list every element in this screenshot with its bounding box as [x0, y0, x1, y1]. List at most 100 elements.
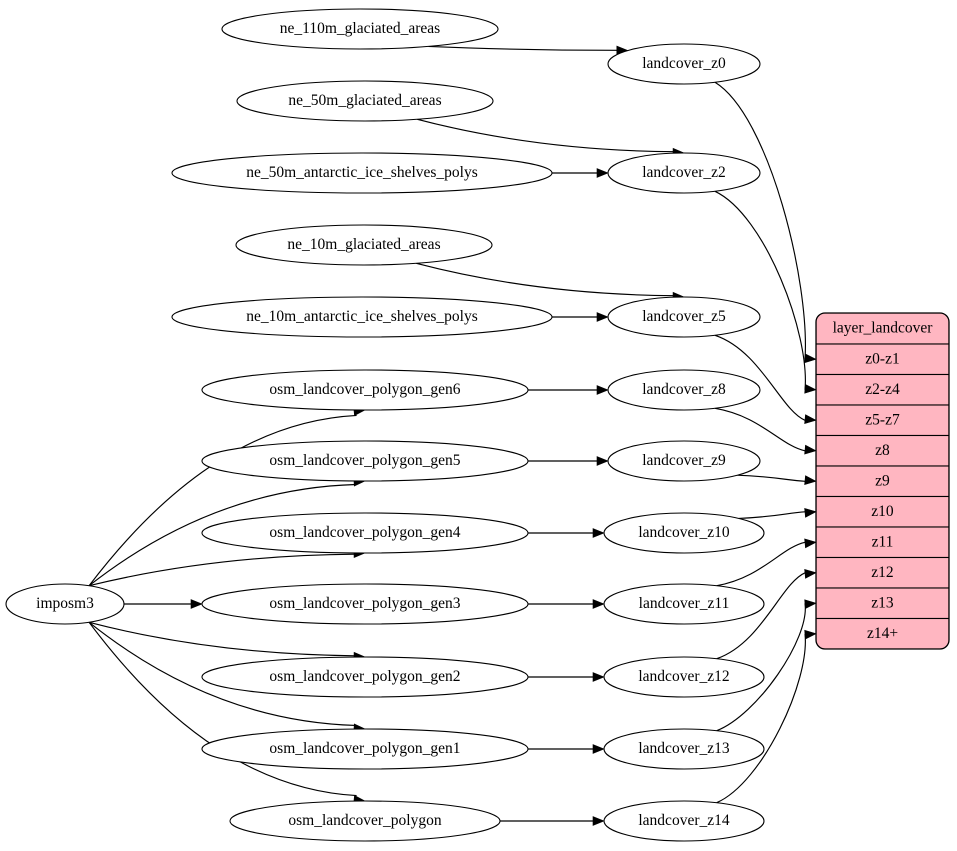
- node-ellipse[interactable]: [5, 583, 125, 625]
- edge-line: [88, 414, 357, 587]
- node-ellipse[interactable]: [607, 369, 761, 411]
- edge: [737, 474, 817, 485]
- node-ellipse[interactable]: [236, 80, 494, 122]
- row-background[interactable]: [816, 434, 949, 467]
- edge-line: [738, 511, 806, 519]
- node-osm_landcover_polygon_gen6[interactable]: osm_landcover_polygon_gen6: [201, 369, 529, 411]
- node-ellipse[interactable]: [603, 800, 765, 842]
- layer-table-row-z13[interactable]: z13: [816, 587, 949, 620]
- edge-line: [714, 81, 806, 360]
- node-ellipse[interactable]: [221, 8, 499, 50]
- edge-arrowhead: [804, 384, 817, 394]
- node-landcover_z8[interactable]: landcover_z8: [607, 369, 761, 411]
- node-landcover_z13[interactable]: landcover_z13: [603, 728, 765, 770]
- node-landcover_z12[interactable]: landcover_z12: [603, 656, 765, 698]
- layer-table-row-z14+[interactable]: z14+: [816, 617, 949, 650]
- node-landcover_z0[interactable]: landcover_z0: [607, 43, 761, 85]
- node-ne_10m_antarctic_ice_shelves_polys[interactable]: ne_10m_antarctic_ice_shelves_polys: [171, 296, 553, 338]
- node-osm_landcover_polygon_gen3[interactable]: osm_landcover_polygon_gen3: [201, 583, 529, 625]
- node-ellipse[interactable]: [607, 440, 761, 482]
- edge: [528, 672, 605, 682]
- row-background[interactable]: [816, 465, 949, 498]
- edge-line: [88, 483, 356, 587]
- node-imposm3[interactable]: imposm3: [5, 583, 125, 625]
- node-ellipse[interactable]: [201, 728, 529, 770]
- node-ellipse[interactable]: [201, 440, 529, 482]
- edge: [552, 312, 609, 322]
- layer-table-row-z2-z4[interactable]: z2-z4: [816, 373, 949, 406]
- edge-arrowhead: [592, 599, 605, 609]
- node-ne_50m_antarctic_ice_shelves_polys[interactable]: ne_50m_antarctic_ice_shelves_polys: [171, 152, 553, 194]
- node-ne_50m_glaciated_areas[interactable]: ne_50m_glaciated_areas: [236, 80, 494, 122]
- edge: [714, 81, 817, 364]
- row-background[interactable]: [816, 343, 949, 376]
- node-osm_landcover_polygon_gen1[interactable]: osm_landcover_polygon_gen1: [201, 728, 529, 770]
- edge-line: [716, 541, 806, 587]
- row-background[interactable]: [816, 495, 949, 528]
- nodes-layer: imposm3 ne_110m_glaciated_areas ne_50m_gla…: [5, 8, 765, 842]
- edge-arrowhead: [804, 629, 817, 640]
- edge: [428, 45, 629, 56]
- node-ne_10m_glaciated_areas[interactable]: ne_10m_glaciated_areas: [235, 224, 493, 266]
- edge: [124, 599, 203, 609]
- node-osm_landcover_polygon_gen2[interactable]: osm_landcover_polygon_gen2: [201, 656, 529, 698]
- node-landcover_z2[interactable]: landcover_z2: [607, 152, 761, 194]
- layer-table-row-z8[interactable]: z8: [816, 434, 949, 467]
- node-ne_110m_glaciated_areas[interactable]: ne_110m_glaciated_areas: [221, 8, 499, 50]
- layer-table-group: layer_landcoverz0-z1z2-z4z5-z7z8z9z10z11…: [815, 312, 950, 650]
- node-ellipse[interactable]: [171, 152, 553, 194]
- edge-arrowhead: [804, 599, 817, 609]
- node-landcover_z14[interactable]: landcover_z14: [603, 800, 765, 842]
- row-background[interactable]: [816, 617, 949, 650]
- node-osm_landcover_polygon_gen5[interactable]: osm_landcover_polygon_gen5: [201, 440, 529, 482]
- node-ellipse[interactable]: [201, 656, 529, 698]
- node-landcover_z9[interactable]: landcover_z9: [607, 440, 761, 482]
- edge: [714, 334, 817, 424]
- node-ellipse[interactable]: [603, 583, 765, 625]
- row-background[interactable]: [816, 404, 949, 437]
- edge-arrowhead: [804, 414, 817, 424]
- node-ellipse[interactable]: [229, 800, 501, 842]
- node-osm_landcover_polygon[interactable]: osm_landcover_polygon: [229, 800, 501, 842]
- layer-table-header-bg: [816, 313, 949, 345]
- edge-line: [714, 190, 806, 390]
- edge-line: [88, 553, 356, 587]
- node-osm_landcover_polygon_gen4[interactable]: osm_landcover_polygon_gen4: [201, 512, 529, 554]
- node-ellipse[interactable]: [201, 583, 529, 625]
- edge-arrowhead: [592, 816, 605, 826]
- edge: [88, 548, 366, 587]
- edge-arrowhead: [596, 385, 609, 395]
- node-ellipse[interactable]: [201, 512, 529, 554]
- edge-arrowhead: [804, 508, 817, 518]
- node-ellipse[interactable]: [607, 296, 761, 338]
- node-ellipse[interactable]: [171, 296, 553, 338]
- edge-arrowhead: [804, 538, 817, 549]
- node-landcover_z5[interactable]: landcover_z5: [607, 296, 761, 338]
- layer-table-row-z5-z7[interactable]: z5-z7: [816, 404, 949, 437]
- row-background[interactable]: [816, 587, 949, 620]
- layer-table-row-z10[interactable]: z10: [816, 495, 949, 528]
- row-background[interactable]: [816, 373, 949, 406]
- edge: [500, 816, 605, 826]
- node-ellipse[interactable]: [603, 512, 765, 554]
- edge: [88, 406, 366, 587]
- node-ellipse[interactable]: [603, 656, 765, 698]
- node-ellipse[interactable]: [235, 224, 493, 266]
- edge: [528, 385, 609, 395]
- layer-table-row-z9[interactable]: z9: [816, 465, 949, 498]
- layer-table-row-z11[interactable]: z11: [816, 526, 949, 559]
- layer-table-row-z0-z1[interactable]: z0-z1: [816, 343, 949, 376]
- node-landcover_z10[interactable]: landcover_z10: [603, 512, 765, 554]
- edge-line: [88, 621, 356, 657]
- node-ellipse[interactable]: [607, 152, 761, 194]
- node-ellipse[interactable]: [603, 728, 765, 770]
- node-ellipse[interactable]: [607, 43, 761, 85]
- edge: [716, 599, 817, 732]
- node-landcover_z11[interactable]: landcover_z11: [603, 583, 765, 625]
- row-background[interactable]: [816, 526, 949, 559]
- node-ellipse[interactable]: [201, 369, 529, 411]
- edge: [528, 599, 605, 609]
- layer-table-row-z12[interactable]: z12: [816, 556, 949, 589]
- row-background[interactable]: [816, 556, 949, 589]
